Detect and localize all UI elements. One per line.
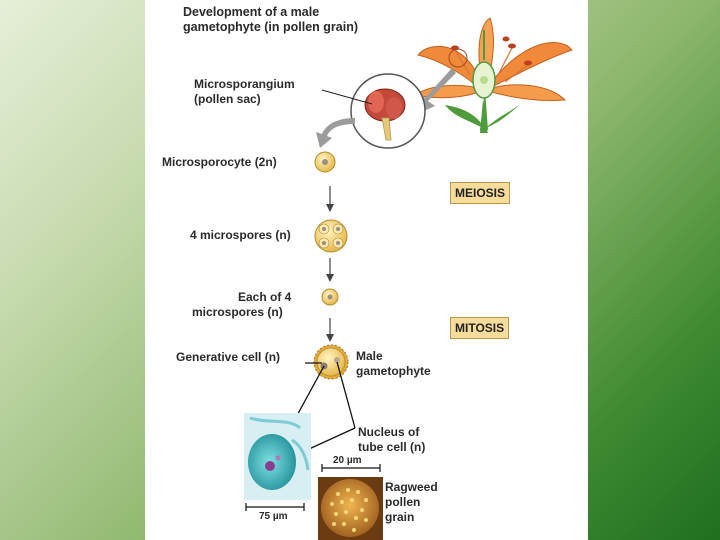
scale-bar-75 bbox=[245, 503, 305, 511]
male-gametophyte-label-line1: Male bbox=[356, 349, 383, 363]
male-gametophyte-label-line2: gametophyte bbox=[356, 364, 431, 378]
microsporangium-magnified bbox=[350, 73, 426, 149]
lily-flower-illustration bbox=[413, 17, 573, 133]
four-microspores-label: 4 microspores (n) bbox=[190, 228, 291, 242]
diagram-title-line1: Development of a male bbox=[183, 5, 320, 19]
ragweed-label-line2: pollen bbox=[385, 495, 421, 509]
diagram-title-line2: gametophyte (in pollen grain) bbox=[183, 20, 359, 34]
tetrad-four-microspores bbox=[314, 219, 348, 253]
leader-line bbox=[321, 89, 373, 105]
ragweed-pollen-micrograph bbox=[318, 477, 383, 540]
generative-cell-label: Generative cell (n) bbox=[176, 350, 281, 364]
tube-nucleus-label-line1: Nucleus of bbox=[358, 425, 420, 439]
mitosis-box: MITOSIS bbox=[450, 317, 510, 339]
ragweed-label-line3: grain bbox=[385, 510, 415, 524]
ragweed-label-line1: Ragweed bbox=[385, 480, 438, 494]
curved-arrow-icon bbox=[316, 118, 355, 148]
scale-bar-20 bbox=[321, 464, 381, 472]
scale-label-20um: 20 µm bbox=[333, 455, 362, 466]
each-of-four-label-line1: Each of 4 bbox=[238, 290, 292, 304]
down-arrow-icon bbox=[326, 186, 334, 212]
each-of-four-label-line2: microspores (n) bbox=[192, 305, 283, 319]
down-arrow-icon bbox=[326, 258, 334, 282]
cell-nucleus-icon bbox=[327, 294, 333, 300]
tube-nucleus-label-line2: tube cell (n) bbox=[358, 440, 426, 454]
microsporocyte-label: Microsporocyte (2n) bbox=[162, 155, 277, 169]
down-arrow-icon bbox=[326, 318, 334, 342]
microsporangium-label-line2: (pollen sac) bbox=[194, 92, 261, 106]
meiosis-box: MEIOSIS bbox=[450, 182, 511, 204]
scale-label-75um: 75 µm bbox=[259, 511, 288, 522]
microsporangium-label-line1: Microsporangium bbox=[194, 77, 295, 91]
cell-nucleus-icon bbox=[322, 159, 328, 165]
pollen-micrograph-teal bbox=[244, 413, 311, 500]
